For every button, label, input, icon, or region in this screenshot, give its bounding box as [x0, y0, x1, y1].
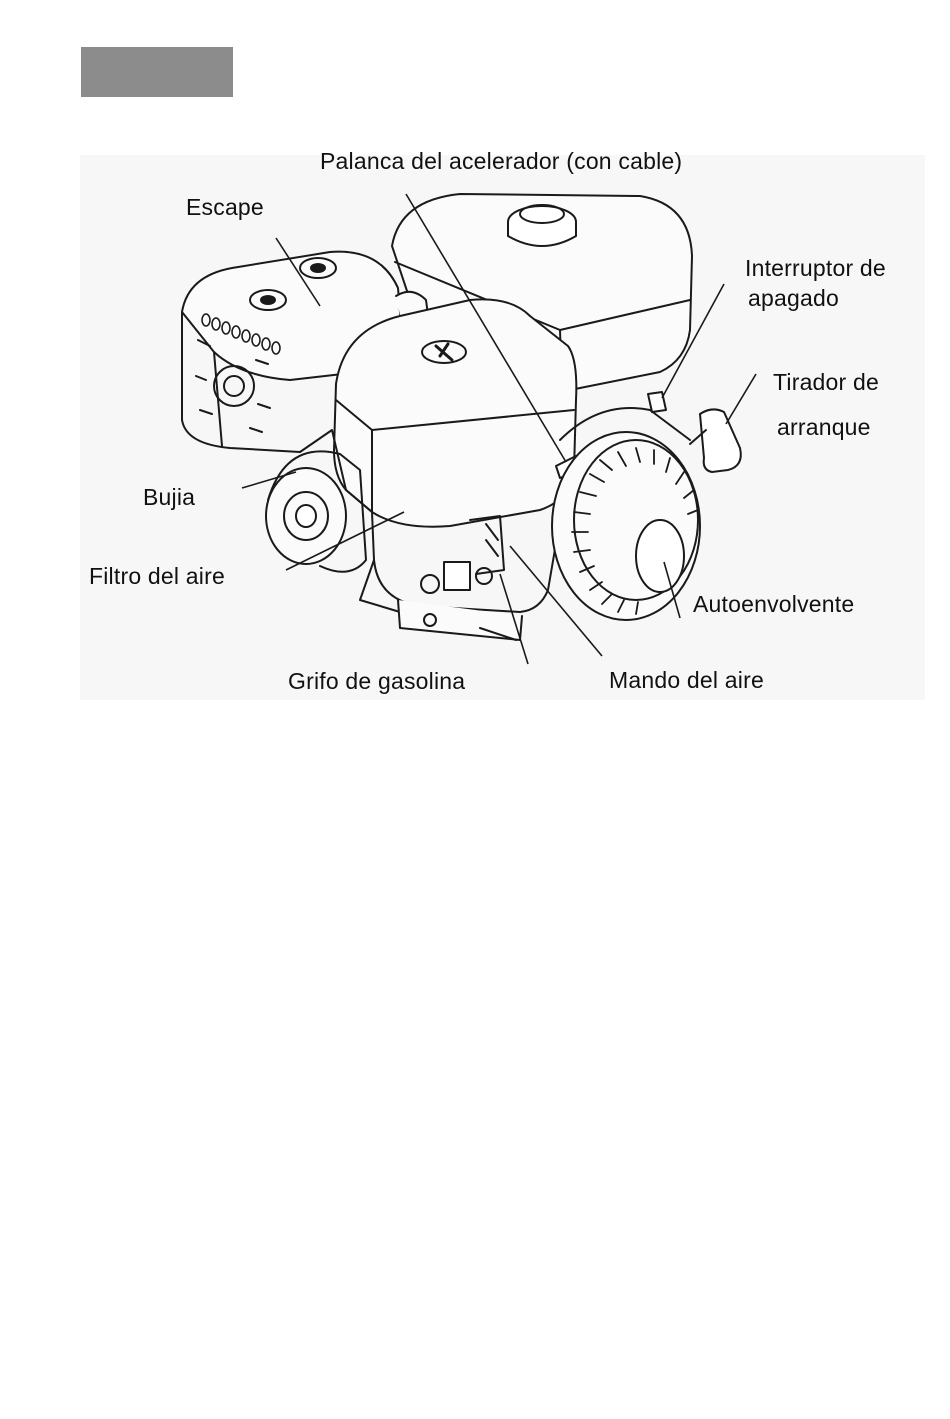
label-starter-handle-line1: Tirador de [773, 369, 879, 395]
label-starter-handle-line2: arranque [777, 414, 871, 440]
label-stop-switch-line1: Interruptor de [745, 255, 886, 281]
fuel-cap [508, 205, 576, 246]
starter-handle [690, 409, 741, 472]
label-spark-plug: Bujia [143, 484, 195, 510]
label-air-filter: Filtro del aire [89, 563, 225, 589]
air-filter-housing [334, 299, 576, 526]
label-exhaust: Escape [186, 194, 264, 220]
label-choke-lever: Mando del aire [609, 667, 764, 693]
leader-line-tirador [726, 374, 756, 424]
label-fuel-valve: Grifo de gasolina [288, 668, 465, 694]
label-recoil-starter: Autoenvolvente [693, 591, 854, 617]
label-stop-switch-line2: apagado [748, 285, 839, 311]
label-throttle-lever: Palanca del acelerador (con cable) [320, 148, 682, 174]
